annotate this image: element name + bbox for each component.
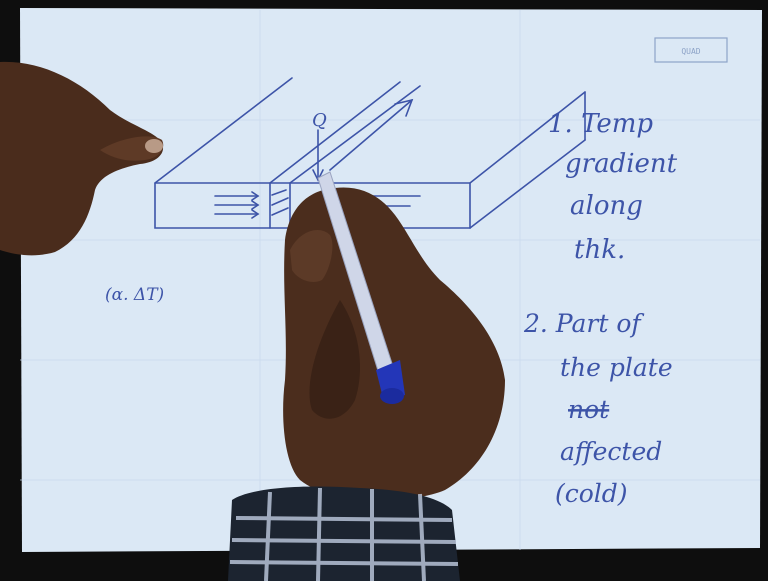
note-2-line-1: 2. Part of <box>523 309 644 338</box>
note-2-line-5: (cold) <box>555 479 628 508</box>
shirt-sleeve <box>228 487 460 581</box>
note-1-line-1: 1. Temp <box>548 109 653 139</box>
alpha-delta-t-label: (α. ΔT) <box>105 285 164 305</box>
note-1-line-2: gradient <box>565 149 678 179</box>
note-2-line-4: affected <box>560 437 662 466</box>
stamp-text: QUAD <box>681 47 700 56</box>
heat-input-label: Q <box>312 110 327 131</box>
note-2-line-2: the plate <box>560 353 673 382</box>
note-2-line-3: not <box>568 395 610 424</box>
note-1-line-4: thk. <box>574 235 625 265</box>
note-1-line-3: along <box>570 191 643 221</box>
